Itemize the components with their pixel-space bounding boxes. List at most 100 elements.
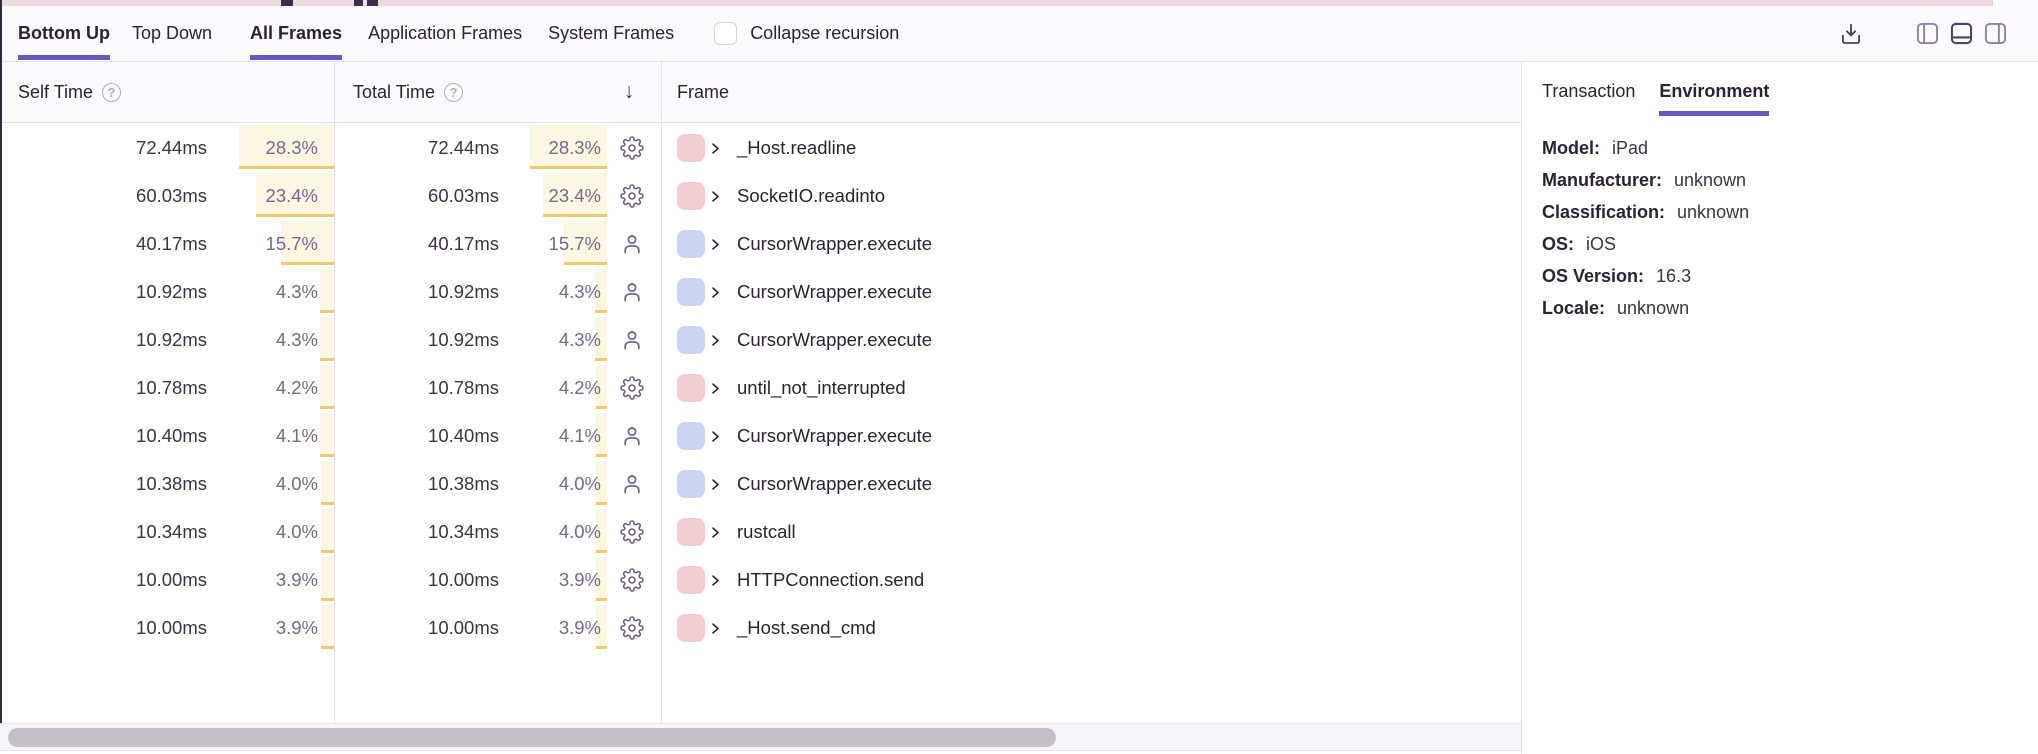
- tab-bottom-up[interactable]: Bottom Up: [18, 6, 110, 61]
- frame-filter-tab-group: All Frames Application Frames System Fra…: [250, 6, 674, 61]
- table-row[interactable]: 10.00ms 3.9% 10.00ms 3.9% HTTPConnection…: [0, 556, 1521, 604]
- total-time-column-header[interactable]: Total Time ?: [353, 62, 464, 122]
- total-percent-bar: [530, 125, 607, 169]
- total-time-percent: 3.9%: [558, 617, 601, 638]
- tab-transaction[interactable]: Transaction: [1542, 80, 1636, 101]
- gear-icon: [620, 376, 644, 400]
- self-time-percent: 28.3%: [265, 137, 318, 158]
- download-icon[interactable]: [1834, 17, 1868, 51]
- total-time-value: 72.44ms: [428, 137, 499, 158]
- field-label: Locale:: [1542, 298, 1606, 318]
- table-row[interactable]: 72.44ms 28.3% 72.44ms 28.3% _Host.readli…: [0, 124, 1521, 172]
- total-time-percent: 4.2%: [558, 377, 601, 398]
- self-percent-bar: [319, 269, 334, 313]
- frame-color-swatch: [677, 278, 705, 306]
- self-percent-bar: [320, 413, 334, 457]
- collapse-recursion-checkbox[interactable]: Collapse recursion: [714, 6, 899, 61]
- total-time-percent: 15.7%: [548, 233, 601, 254]
- horizontal-scrollbar[interactable]: [0, 723, 1521, 751]
- chevron-right-icon[interactable]: [708, 124, 723, 172]
- table-row[interactable]: 40.17ms 15.7% 40.17ms 15.7% CursorWrappe…: [0, 220, 1521, 268]
- gear-icon: [620, 520, 644, 544]
- total-time-value: 10.40ms: [428, 425, 499, 446]
- total-time-value: 10.00ms: [428, 617, 499, 638]
- total-time-percent: 4.3%: [558, 329, 601, 350]
- layout-left-icon[interactable]: [1910, 17, 1944, 51]
- chevron-right-icon[interactable]: [708, 604, 723, 652]
- total-time-percent: 4.0%: [558, 473, 601, 494]
- minimap-strip[interactable]: [0, 0, 1992, 6]
- self-percent-bar: [319, 365, 334, 409]
- table-row[interactable]: 60.03ms 23.4% 60.03ms 23.4% SocketIO.rea…: [0, 172, 1521, 220]
- environment-field: Classification: unknown: [1542, 196, 2038, 228]
- frame-type-icon: [616, 268, 648, 316]
- chevron-right-icon[interactable]: [708, 508, 723, 556]
- scrollbar-thumb[interactable]: [8, 728, 1056, 747]
- total-time-label: Total Time: [353, 81, 436, 102]
- frame-color-swatch: [677, 566, 705, 594]
- self-time-label: Self Time: [18, 81, 94, 102]
- frame-color-swatch: [677, 182, 705, 210]
- column-divider: [334, 62, 335, 723]
- chevron-right-icon[interactable]: [708, 556, 723, 604]
- field-label: Classification:: [1542, 202, 1666, 222]
- chevron-right-icon[interactable]: [708, 460, 723, 508]
- chevron-right-icon[interactable]: [708, 412, 723, 460]
- toolbar-actions: [1834, 6, 2012, 61]
- details-tab-group: Transaction Environment: [1522, 62, 2038, 120]
- total-time-value: 10.38ms: [428, 473, 499, 494]
- frame-column-header[interactable]: Frame: [677, 62, 729, 122]
- table-row[interactable]: 10.92ms 4.3% 10.92ms 4.3% CursorWrapper.…: [0, 268, 1521, 316]
- field-value: iOS: [1581, 234, 1617, 254]
- chevron-right-icon[interactable]: [708, 172, 723, 220]
- panel-left-edge: [0, 0, 2, 723]
- tab-top-down[interactable]: Top Down: [131, 23, 213, 43]
- tab-system-frames[interactable]: System Frames: [548, 23, 675, 43]
- tab-environment[interactable]: Environment: [1659, 62, 1770, 120]
- field-value: iPad: [1607, 138, 1649, 158]
- frame-name: HTTPConnection.send: [737, 569, 925, 590]
- chevron-right-icon[interactable]: [708, 316, 723, 364]
- frame-name: CursorWrapper.execute: [737, 233, 933, 254]
- self-time-value: 10.40ms: [136, 425, 207, 446]
- table-row[interactable]: 10.92ms 4.3% 10.92ms 4.3% CursorWrapper.…: [0, 316, 1521, 364]
- help-icon[interactable]: ?: [444, 82, 464, 102]
- tab-application-frames[interactable]: Application Frames: [368, 23, 523, 43]
- self-time-percent: 4.0%: [275, 521, 318, 542]
- self-time-percent: 15.7%: [265, 233, 318, 254]
- checkbox-box[interactable]: [714, 22, 738, 45]
- table-row[interactable]: 10.78ms 4.2% 10.78ms 4.2% until_not_inte…: [0, 364, 1521, 412]
- table-header: Self Time ? Total Time ? ↓ Frame: [0, 62, 1521, 123]
- field-value: 16.3: [1651, 266, 1692, 286]
- total-time-percent: 4.0%: [558, 521, 601, 542]
- sort-descending-icon[interactable]: ↓: [623, 80, 635, 103]
- total-percent-bar: [596, 509, 607, 553]
- self-time-value: 10.00ms: [136, 569, 207, 590]
- chevron-right-icon[interactable]: [708, 364, 723, 412]
- layout-bottom-icon[interactable]: [1944, 17, 1978, 51]
- frame-type-icon: [616, 556, 648, 604]
- total-percent-bar: [596, 605, 607, 649]
- self-time-percent: 4.3%: [275, 329, 318, 350]
- gear-icon: [620, 568, 644, 592]
- total-percent-bar: [595, 317, 607, 361]
- self-time-column-header[interactable]: Self Time ?: [18, 62, 122, 122]
- collapse-recursion-label: Collapse recursion: [750, 23, 900, 43]
- table-row[interactable]: 10.38ms 4.0% 10.38ms 4.0% CursorWrapper.…: [0, 460, 1521, 508]
- self-percent-bar: [281, 221, 334, 265]
- help-icon[interactable]: ?: [102, 82, 122, 102]
- total-percent-bar: [564, 221, 607, 265]
- table-row[interactable]: 10.34ms 4.0% 10.34ms 4.0% rustcall: [0, 508, 1521, 556]
- self-time-value: 60.03ms: [136, 185, 207, 206]
- table-row[interactable]: 10.40ms 4.1% 10.40ms 4.1% CursorWrapper.…: [0, 412, 1521, 460]
- frame-type-icon: [616, 364, 648, 412]
- chevron-right-icon[interactable]: [708, 220, 723, 268]
- environment-field: OS: iOS: [1542, 228, 2038, 260]
- total-percent-bar: [595, 365, 607, 409]
- tab-all-frames[interactable]: All Frames: [250, 6, 343, 61]
- layout-right-icon[interactable]: [1978, 17, 2012, 51]
- table-row[interactable]: 10.00ms 3.9% 10.00ms 3.9% _Host.send_cmd: [0, 604, 1521, 652]
- chevron-right-icon[interactable]: [708, 268, 723, 316]
- total-percent-bar: [596, 461, 607, 505]
